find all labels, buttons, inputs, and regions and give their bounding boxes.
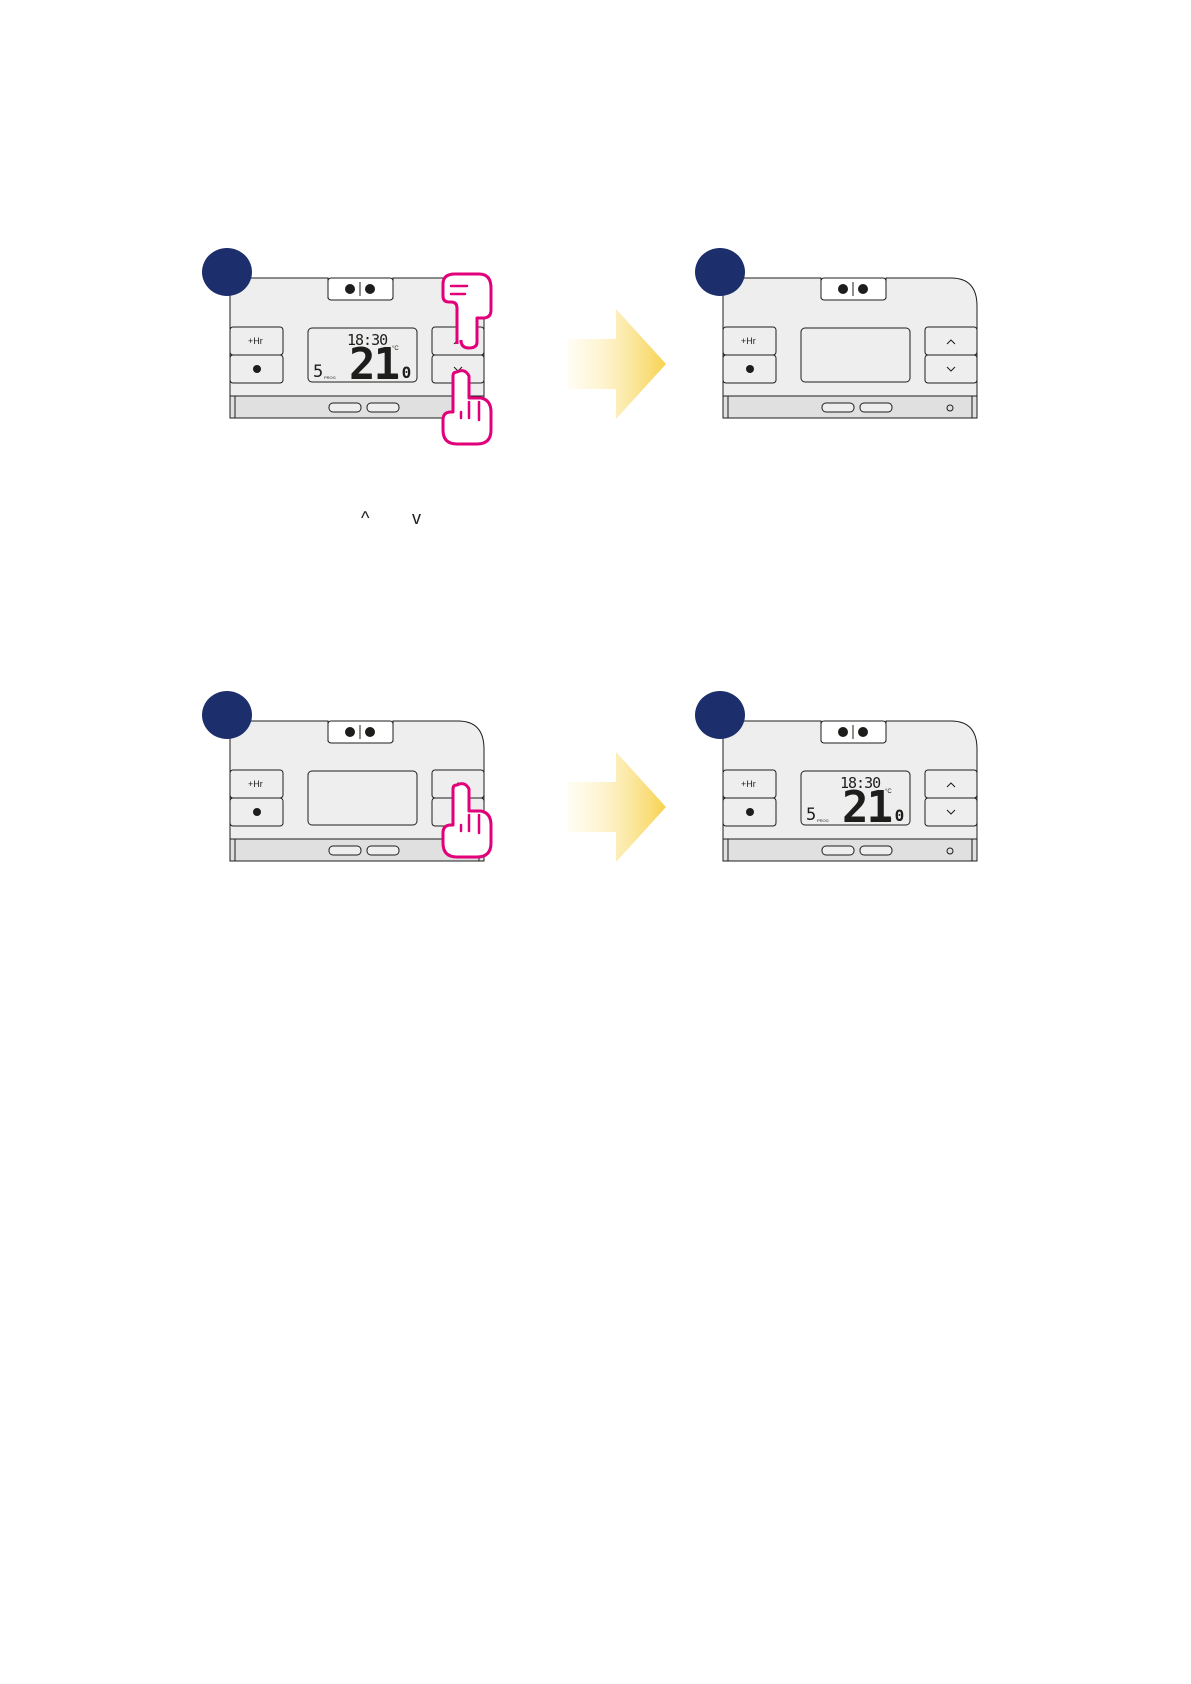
- step-1-panel: +Hr 18:30 21 .0 °C 5 PROG: [202, 248, 507, 448]
- arrow-right-icon: [568, 309, 668, 419]
- pointing-hand-icon: [439, 270, 494, 350]
- up-symbol: ^: [361, 508, 369, 529]
- lcd-unit: °C: [392, 346, 399, 352]
- lcd-temperature: 21: [349, 343, 398, 387]
- plus-hour-label: +Hr: [248, 779, 263, 789]
- step-2-panel: +Hr: [695, 248, 1000, 448]
- step-badge: [202, 691, 252, 739]
- lcd-program-number: 5: [806, 805, 816, 825]
- lcd-temperature: 21: [842, 786, 891, 830]
- plus-hour-label: +Hr: [741, 779, 756, 789]
- plus-hour-label: +Hr: [741, 336, 756, 346]
- step-4-panel: +Hr 18:30 21 .0 °C 5 PROG: [695, 691, 1000, 891]
- pointing-hand-icon: [439, 781, 494, 861]
- lcd-unit: °C: [885, 789, 892, 795]
- lcd-program-number: 5: [313, 362, 323, 382]
- lcd-program-label: PROG: [817, 818, 829, 823]
- lcd-program-label: PROG: [324, 375, 336, 380]
- lcd-temperature-decimal: .0: [885, 806, 904, 825]
- lcd-temperature-decimal: .0: [392, 363, 411, 382]
- step-badge: [695, 691, 745, 739]
- plus-hour-label: +Hr: [248, 336, 263, 346]
- down-symbol: v: [412, 508, 421, 529]
- step-badge: [695, 248, 745, 296]
- pointing-hand-icon: [439, 368, 494, 448]
- step-3-panel: +Hr: [202, 691, 507, 891]
- step-badge: [202, 248, 252, 296]
- arrow-right-icon: [568, 752, 668, 862]
